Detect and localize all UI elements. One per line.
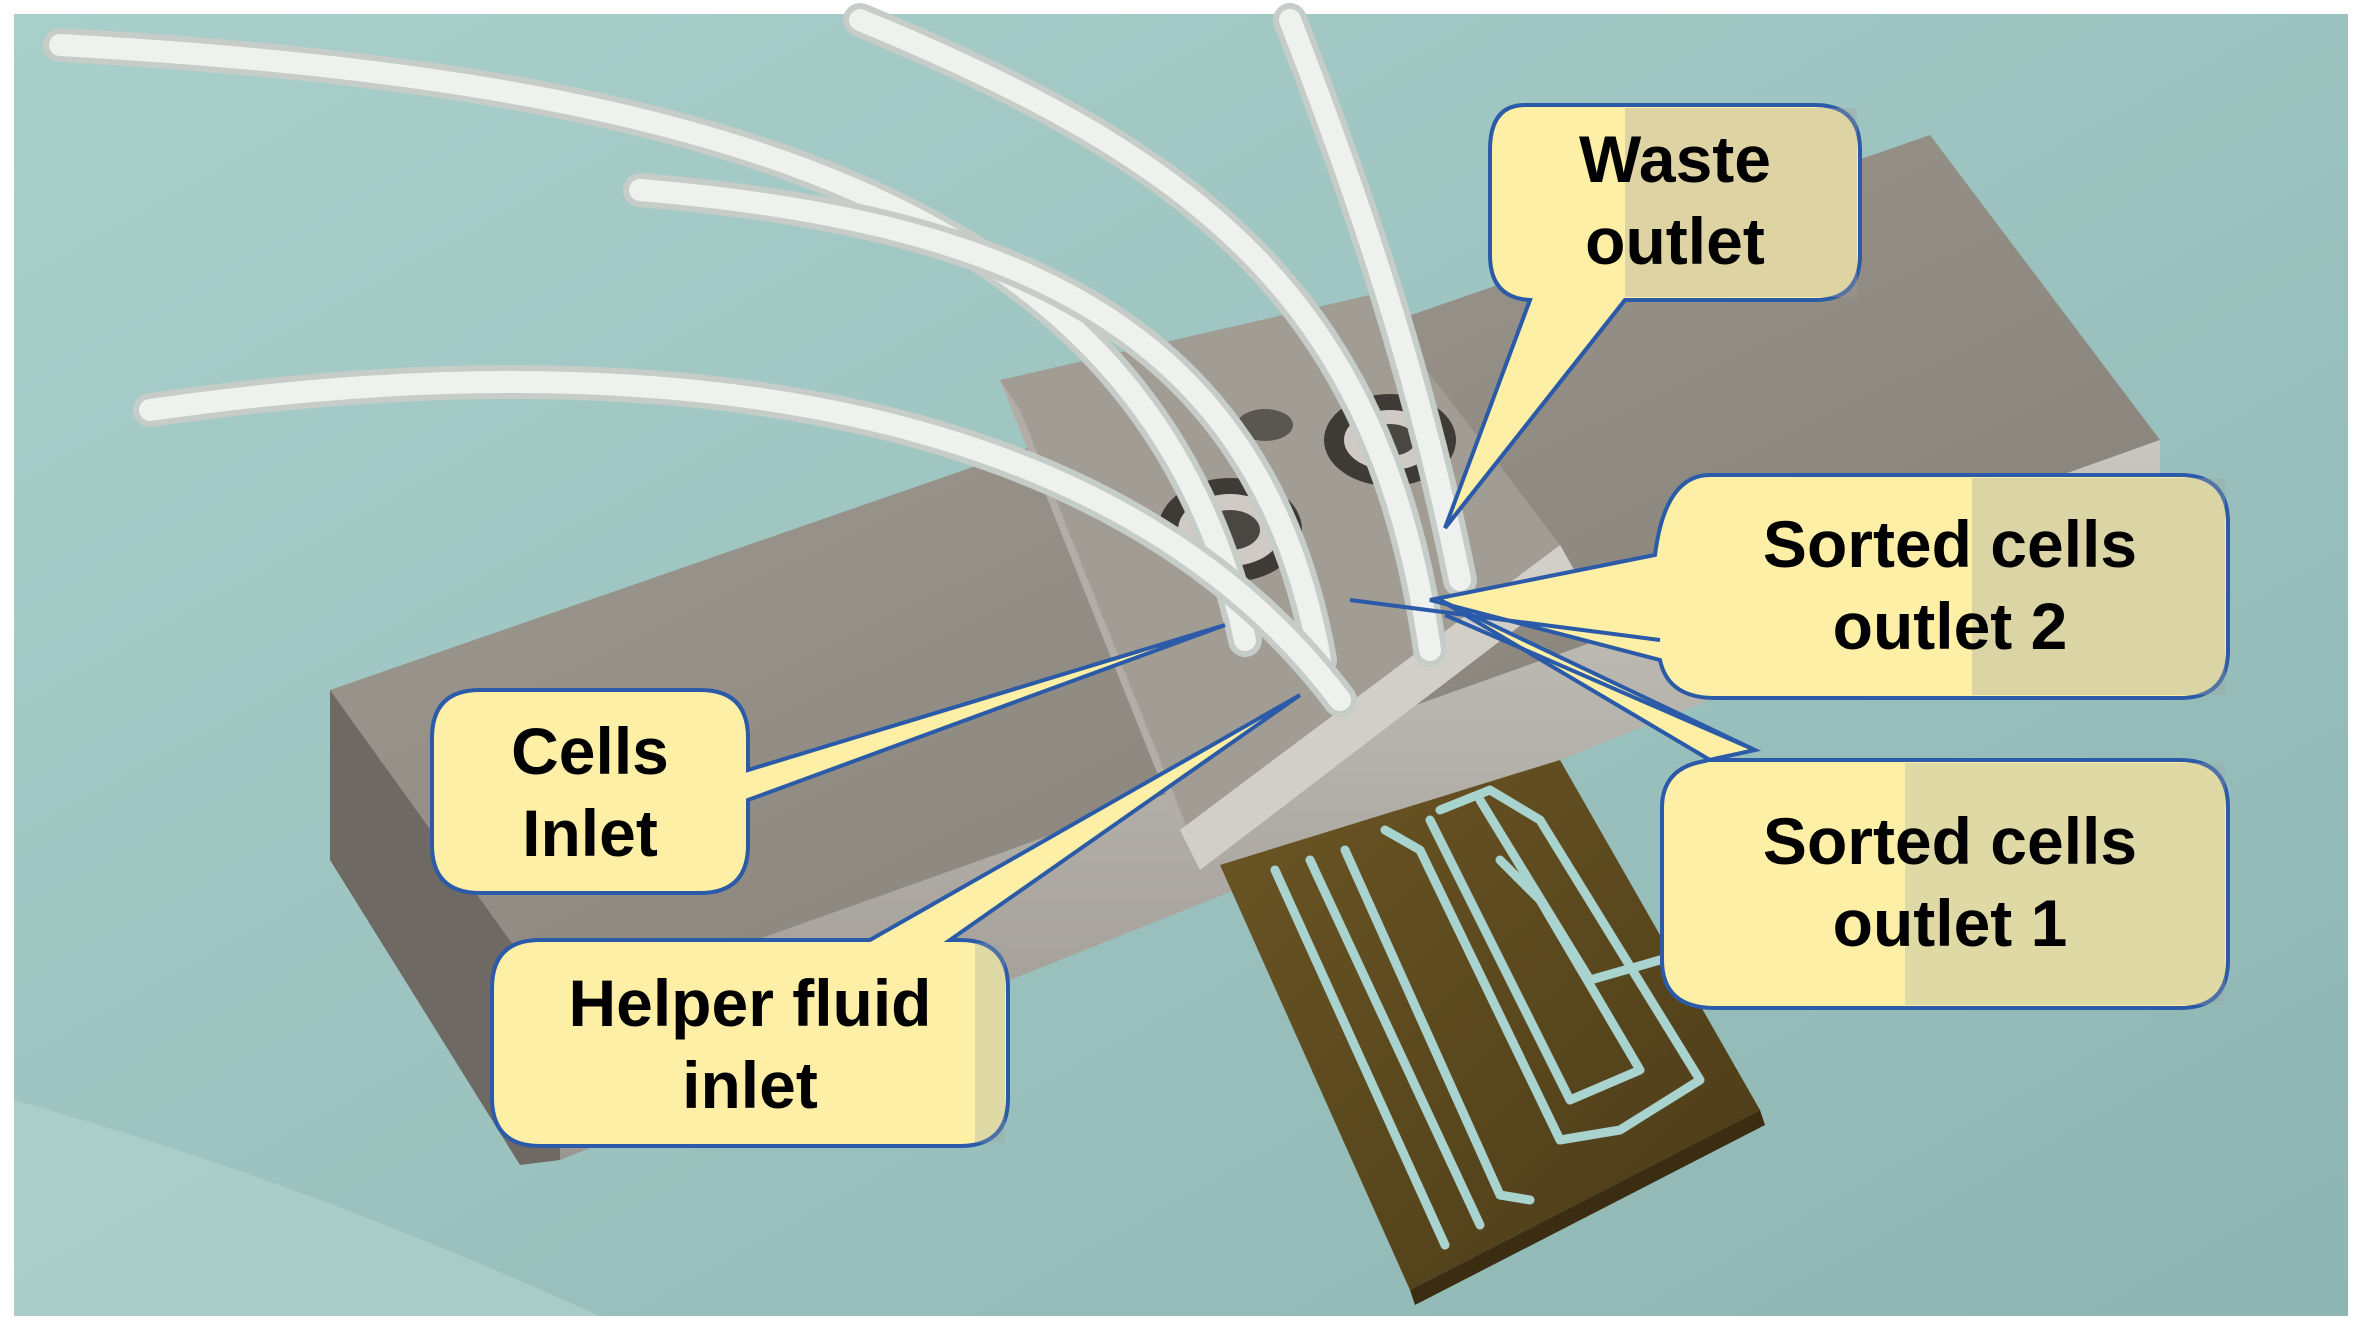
sorted-cells-outlet-1-callout xyxy=(1438,598,2230,1010)
helper-fluid-inlet-callout xyxy=(490,693,1302,1148)
microfluidic-chip xyxy=(1220,760,1765,1305)
sorted-cells-outlet-2-callout xyxy=(1429,473,2230,700)
leader-lines xyxy=(1349,298,1756,752)
cells-inlet-callout xyxy=(430,623,1226,895)
chip-channels xyxy=(1270,785,1705,1250)
tubing xyxy=(43,3,1477,717)
waste-outlet-callout xyxy=(1443,103,1862,530)
reflection-shape xyxy=(14,1100,600,1316)
